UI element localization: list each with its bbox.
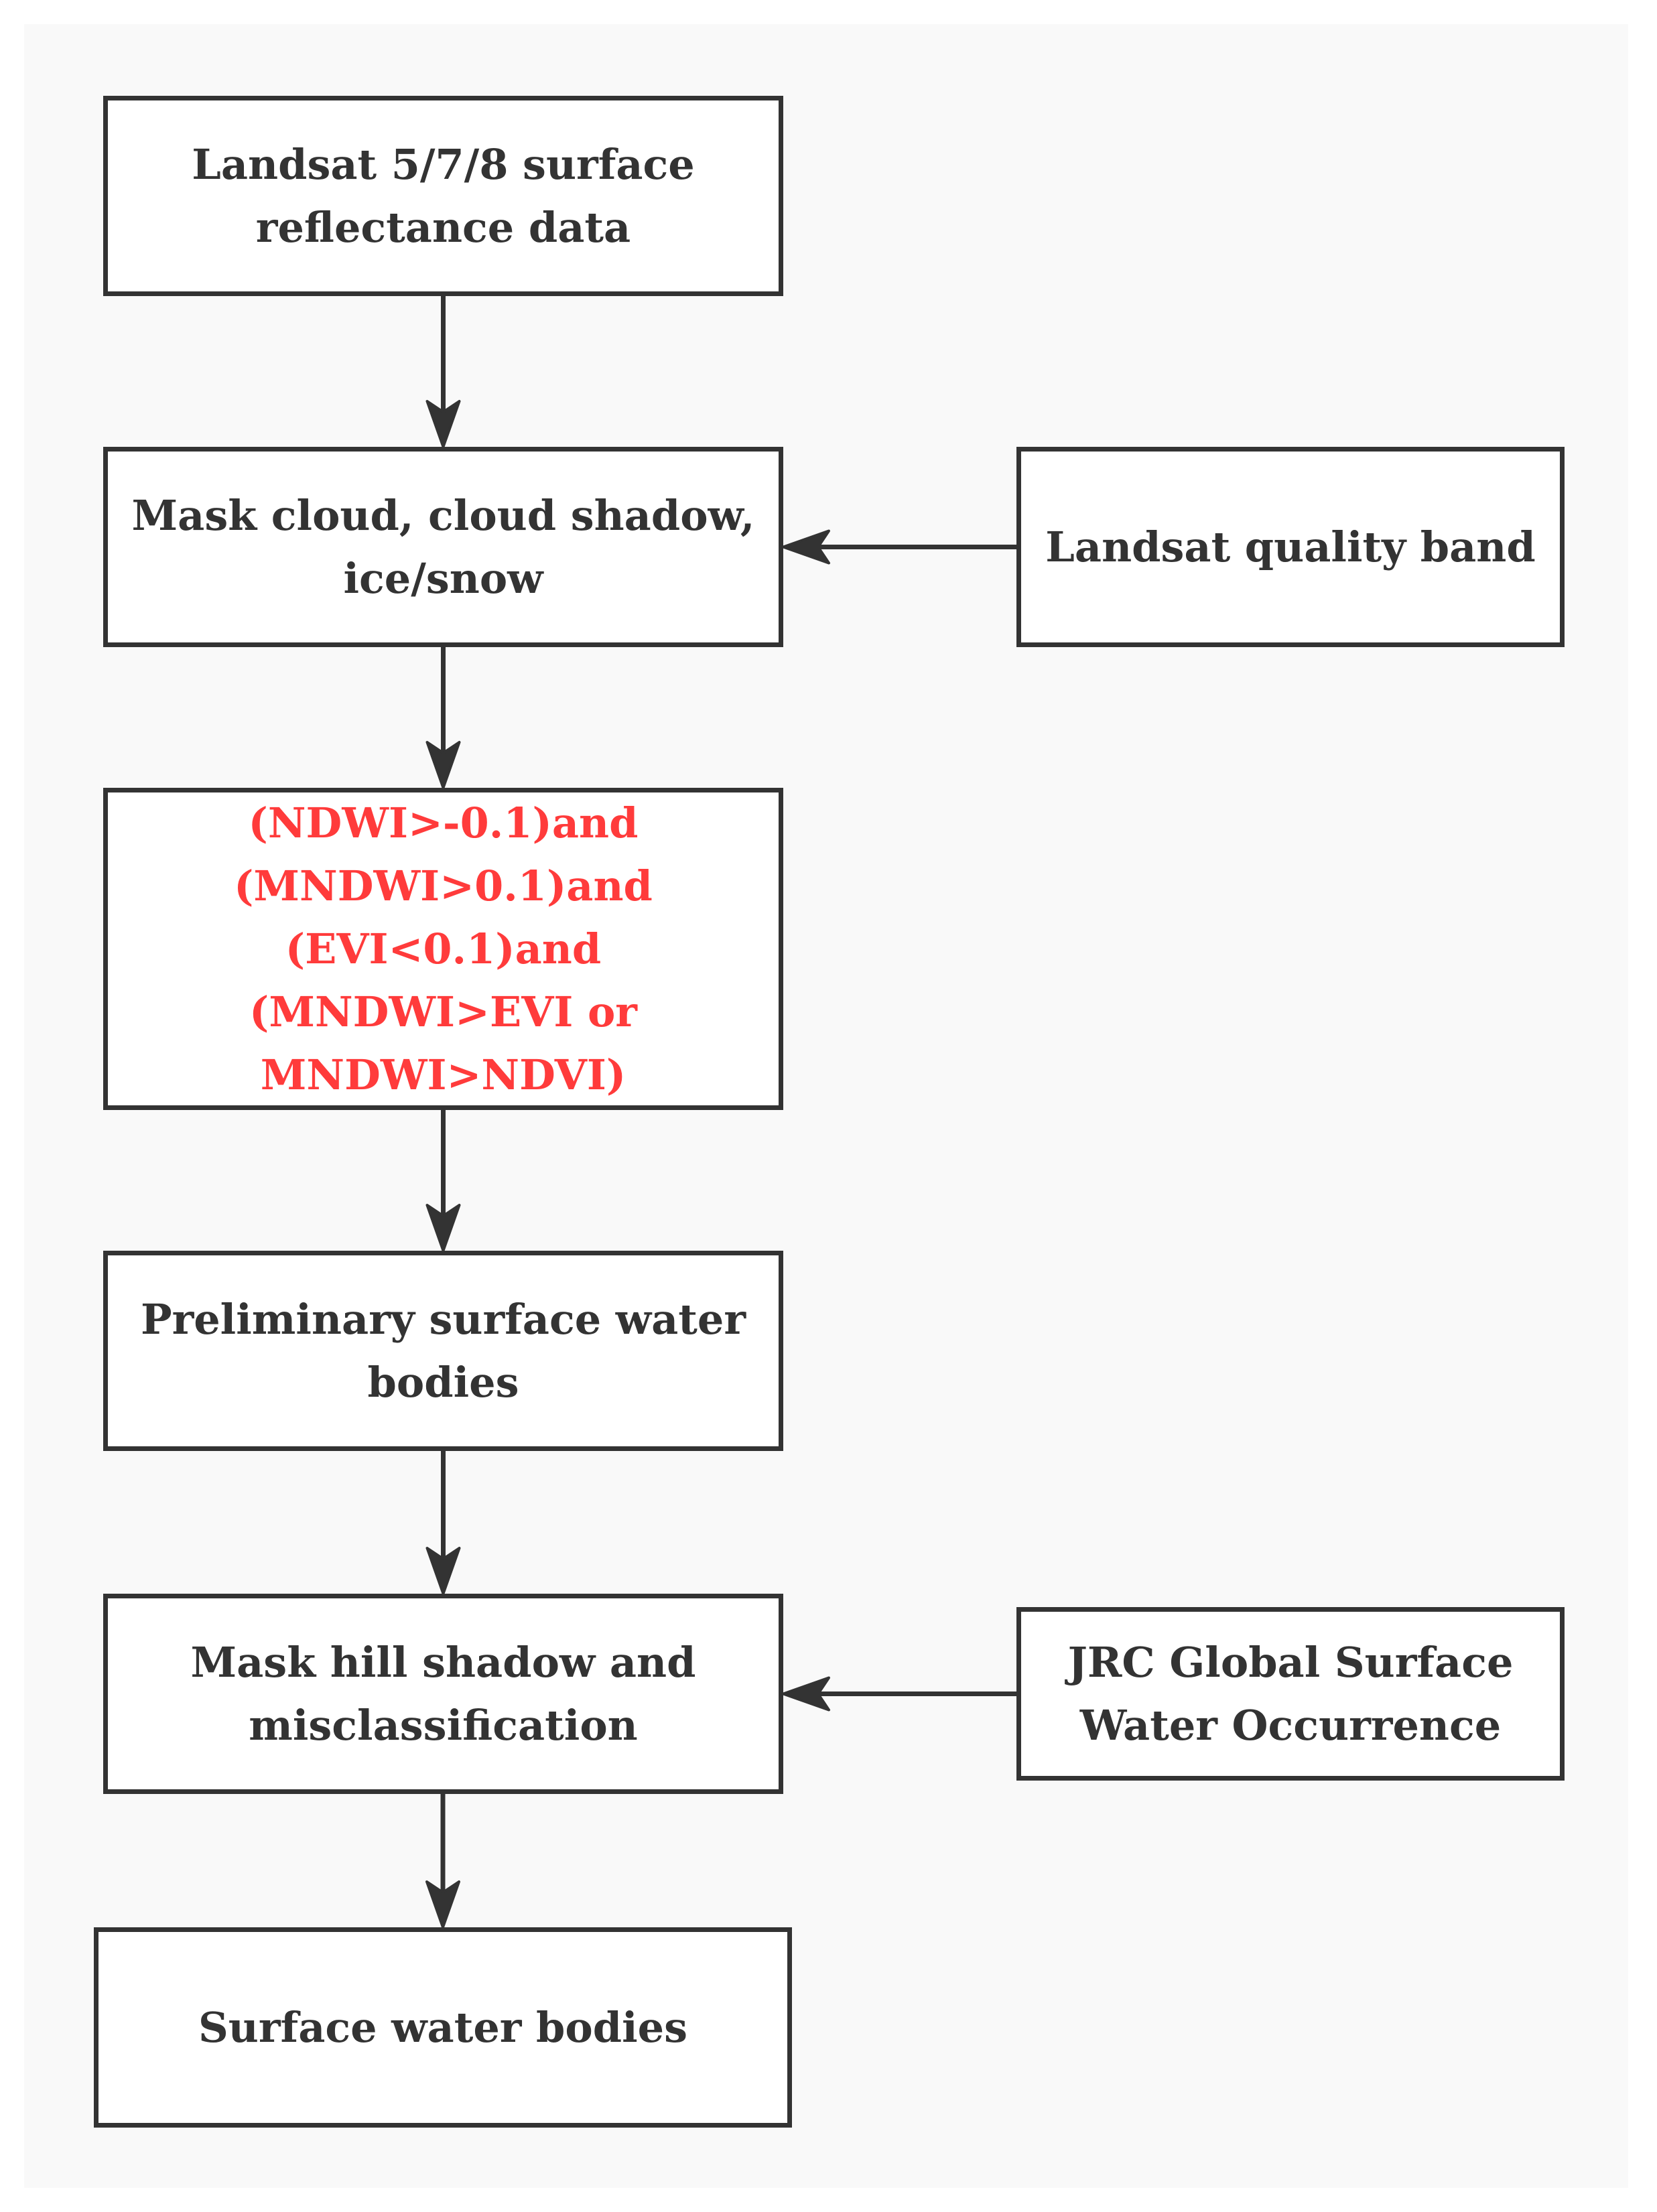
- node-surface-water: Surface water bodies: [94, 1927, 792, 2128]
- node-label: (NDWI>-0.1)and (MNDWI>0.1)and (EVI<0.1)a…: [234, 798, 653, 1099]
- arrow-head: [425, 1547, 461, 1595]
- arrow-head: [782, 529, 830, 565]
- node-landsat-data: Landsat 5/7/8 surface reflectance data: [103, 96, 783, 296]
- node-preliminary-water: Preliminary surface water bodies: [103, 1251, 783, 1451]
- node-label: Surface water bodies: [198, 2002, 687, 2052]
- arrow-head: [782, 1676, 830, 1712]
- arrow-head: [425, 1204, 461, 1252]
- arrow-quality-band-to-mask-cloud: [782, 529, 1016, 565]
- node-jrc-occurrence: JRC Global Surface Water Occurrence: [1016, 1607, 1565, 1781]
- node-label: Mask hill shadow and misclassification: [190, 1637, 696, 1750]
- arrow-mask-hill-to-surface-water: [425, 1794, 460, 1929]
- arrow-head: [425, 741, 461, 789]
- node-label: JRC Global Surface Water Occurrence: [1067, 1637, 1514, 1750]
- node-mask-cloud: Mask cloud, cloud shadow, ice/snow: [103, 447, 783, 647]
- arrow-head: [425, 400, 461, 448]
- node-label: Landsat quality band: [1045, 522, 1536, 571]
- node-label: Landsat 5/7/8 surface reflectance data: [192, 139, 695, 252]
- arrow-jrc-occurrence-to-mask-hill: [782, 1676, 1016, 1712]
- arrow-preliminary-water-to-mask-hill: [425, 1451, 461, 1595]
- arrow-mask-cloud-to-index-rules: [425, 647, 461, 789]
- node-mask-hill: Mask hill shadow and misclassification: [103, 1594, 783, 1794]
- node-quality-band: Landsat quality band: [1016, 447, 1565, 647]
- node-label: Mask cloud, cloud shadow, ice/snow: [131, 490, 755, 603]
- node-index-rules: (NDWI>-0.1)and (MNDWI>0.1)and (EVI<0.1)a…: [103, 788, 783, 1110]
- arrow-landsat-data-to-mask-cloud: [425, 296, 461, 448]
- arrow-head: [425, 1880, 460, 1929]
- arrow-index-rules-to-preliminary-water: [425, 1110, 461, 1252]
- node-label: Preliminary surface water bodies: [140, 1294, 746, 1407]
